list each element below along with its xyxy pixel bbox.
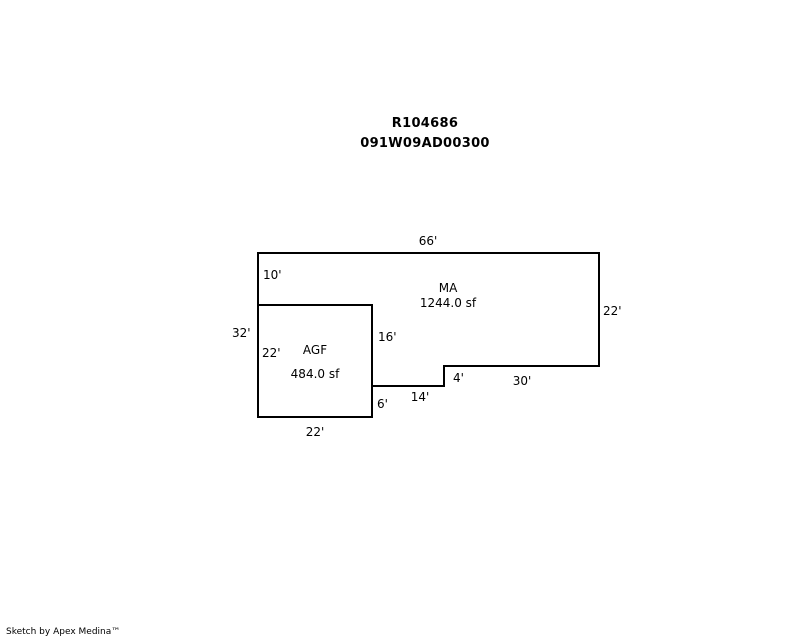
agf-outline <box>257 304 373 418</box>
record-id: R104686 <box>391 116 459 131</box>
agf-label: AGF <box>303 343 327 357</box>
dim-ma-top: 66' <box>419 234 438 248</box>
dim-agf-right-lower: 6' <box>377 397 388 411</box>
dim-agf-bottom: 22' <box>306 425 325 439</box>
parcel-number: 091W09AD00300 <box>360 136 490 151</box>
sketch-credit: Sketch by Apex Medina™ <box>6 627 121 637</box>
dim-ma-inner-right: 16' <box>378 330 397 344</box>
dim-agf-left: 22' <box>262 346 281 360</box>
dim-ma-step: 4' <box>453 371 464 385</box>
ma-label: MA <box>439 281 458 295</box>
dim-overall-left: 32' <box>232 326 251 340</box>
agf-area: 484.0 sf <box>291 367 340 381</box>
dim-ma-left-upper: 10' <box>263 268 282 282</box>
dim-ma-bottom-mid: 14' <box>411 390 430 404</box>
dim-ma-bottom-right: 30' <box>513 374 532 388</box>
dim-ma-right: 22' <box>603 304 622 318</box>
ma-area: 1244.0 sf <box>420 296 477 310</box>
